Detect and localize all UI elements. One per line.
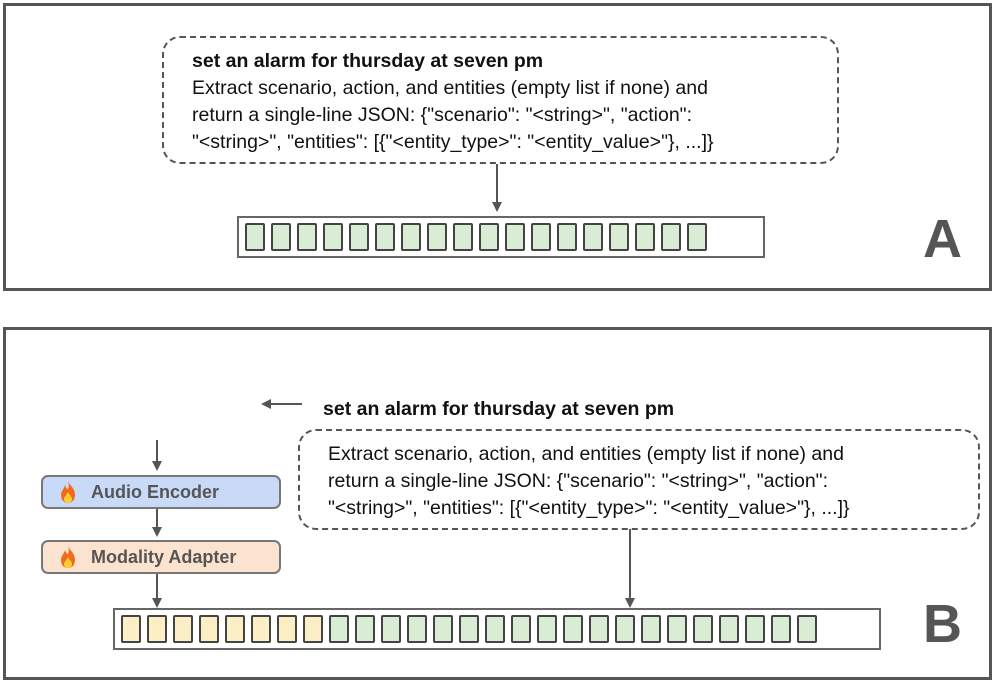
text-token — [329, 615, 349, 643]
text-token — [245, 223, 265, 251]
text-token — [479, 223, 499, 251]
text-token — [609, 223, 629, 251]
text-token — [563, 615, 583, 643]
text-token — [635, 223, 655, 251]
fire-icon — [61, 546, 75, 568]
prompt-box-a: set an alarm for thursday at seven pm Ex… — [162, 36, 839, 164]
text-token — [797, 615, 817, 643]
text-token — [505, 223, 525, 251]
text-token — [349, 223, 369, 251]
text-token — [485, 615, 505, 643]
instruction-text-b: Extract scenario, action, and entities (… — [328, 443, 850, 519]
instruction-text-a: Extract scenario, action, and entities (… — [192, 77, 714, 153]
audio-token — [121, 615, 141, 643]
audio-token — [199, 615, 219, 643]
audio-token — [303, 615, 323, 643]
text-token — [687, 223, 707, 251]
text-token — [557, 223, 577, 251]
text-token — [459, 615, 479, 643]
text-token — [719, 615, 739, 643]
text-token — [381, 615, 401, 643]
transcript-text-b: set an alarm for thursday at seven pm — [323, 398, 675, 420]
audio-token — [173, 615, 193, 643]
text-token — [745, 615, 765, 643]
text-token — [297, 223, 317, 251]
text-token — [407, 615, 427, 643]
audio-token — [147, 615, 167, 643]
text-token — [531, 223, 551, 251]
text-token — [661, 223, 681, 251]
audio-token — [251, 615, 271, 643]
prompt-box-b: Extract scenario, action, and entities (… — [298, 429, 980, 530]
text-token — [355, 615, 375, 643]
text-token — [453, 223, 473, 251]
fire-icon — [61, 481, 75, 503]
panel-label-a: A — [923, 209, 962, 269]
text-token — [615, 615, 635, 643]
text-token — [771, 615, 791, 643]
text-token — [583, 223, 603, 251]
token-sequence-b — [113, 608, 881, 650]
waveform-icon — [69, 370, 252, 440]
text-token — [433, 615, 453, 643]
audio-encoder-block: Audio Encoder — [41, 475, 281, 509]
text-token — [271, 223, 291, 251]
text-token — [641, 615, 661, 643]
modality-adapter-block: Modality Adapter — [41, 540, 281, 574]
text-token — [589, 615, 609, 643]
text-token — [375, 223, 395, 251]
token-sequence-a — [237, 216, 765, 258]
audio-token — [225, 615, 245, 643]
panel-label-b: B — [923, 594, 962, 654]
audio-encoder-label: Audio Encoder — [91, 481, 220, 502]
text-token — [401, 223, 421, 251]
transcript-text-a: set an alarm for thursday at seven pm — [192, 50, 544, 72]
text-token — [511, 615, 531, 643]
panel-b: set an alarm for thursday at seven pm Ex… — [3, 327, 992, 680]
text-token — [537, 615, 557, 643]
text-token — [323, 223, 343, 251]
text-token — [427, 223, 447, 251]
text-token — [667, 615, 687, 643]
text-token — [693, 615, 713, 643]
panel-a: set an alarm for thursday at seven pm Ex… — [3, 3, 992, 291]
audio-token — [277, 615, 297, 643]
modality-adapter-label: Modality Adapter — [91, 546, 237, 567]
